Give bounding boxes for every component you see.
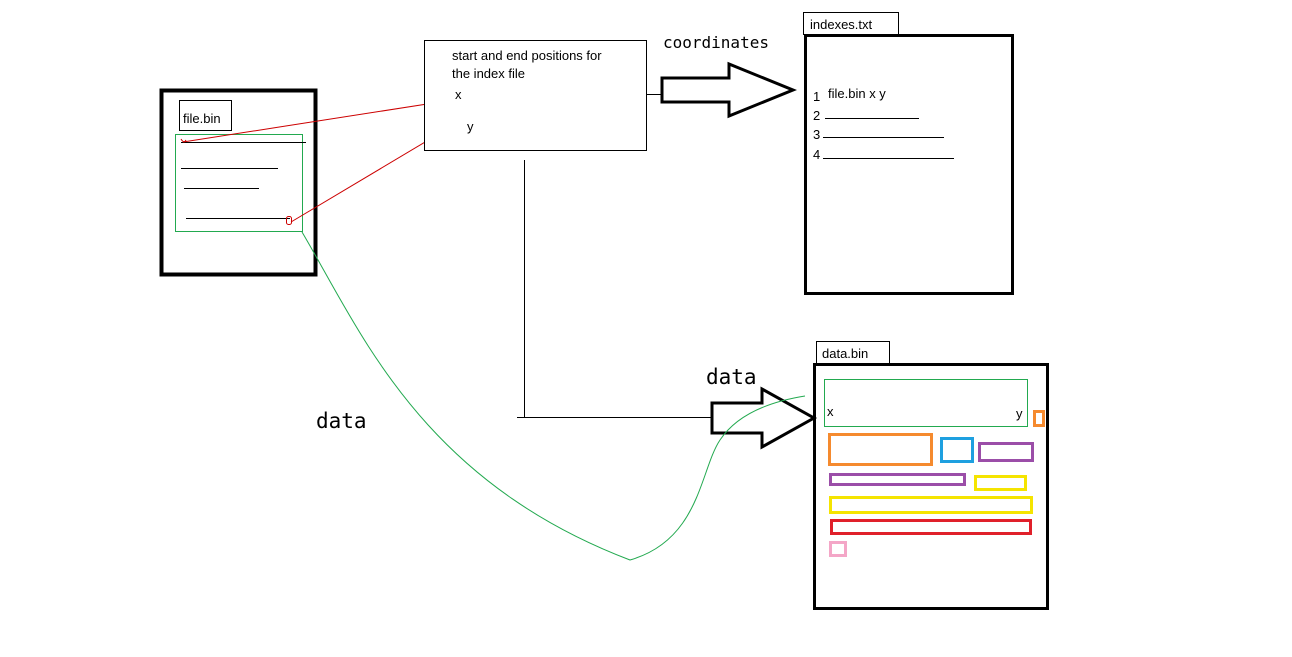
- data-file-label: data.bin: [822, 346, 869, 361]
- position-y-label: y: [467, 119, 474, 134]
- green-curve: [301, 231, 806, 561]
- coordinates-arrow: [660, 61, 797, 119]
- purple-block-2: [829, 473, 966, 486]
- red-line-x: [182, 101, 441, 143]
- data-arrow: [710, 386, 818, 450]
- file-bin-selection: [175, 134, 303, 232]
- index-row-1-num: 1: [813, 89, 821, 104]
- data-file-x-label: x: [827, 404, 834, 419]
- red-block: [830, 519, 1032, 535]
- orange-block: [828, 433, 933, 466]
- yellow-block-2: [829, 496, 1033, 514]
- position-box-line-2: the index file: [452, 66, 525, 81]
- file-bin-label-box: [179, 100, 232, 131]
- pink-block: [829, 541, 847, 557]
- data-curve-label: data: [316, 409, 367, 433]
- position-box-line-1: start and end positions for: [452, 48, 602, 63]
- index-file-label-box: [803, 12, 899, 35]
- index-row-3-num: 3: [813, 127, 821, 142]
- data-file-box: [813, 363, 1049, 610]
- index-row-2-num: 2: [813, 108, 821, 123]
- index-row-4-num: 4: [813, 147, 821, 162]
- data-arrow-label: data: [706, 365, 757, 389]
- data-file-y-label: y: [1016, 406, 1023, 421]
- file-bin-box: [159, 88, 318, 277]
- index-file-box: [804, 34, 1014, 295]
- index-file-label: indexes.txt: [810, 17, 873, 32]
- data-file-label-box: [816, 341, 890, 364]
- yellow-block-1: [974, 475, 1027, 491]
- position-x-label: x: [455, 87, 462, 102]
- file-bin-label: file.bin: [183, 111, 221, 126]
- end-marker: [286, 216, 292, 225]
- orange-small-block: [1033, 410, 1045, 427]
- purple-block-1: [978, 442, 1034, 462]
- coordinates-label: coordinates: [663, 33, 769, 52]
- index-row-1-text: file.bin x y: [828, 86, 886, 101]
- data-file-selection: [824, 379, 1028, 427]
- blue-block: [940, 437, 974, 463]
- position-box: [424, 40, 647, 151]
